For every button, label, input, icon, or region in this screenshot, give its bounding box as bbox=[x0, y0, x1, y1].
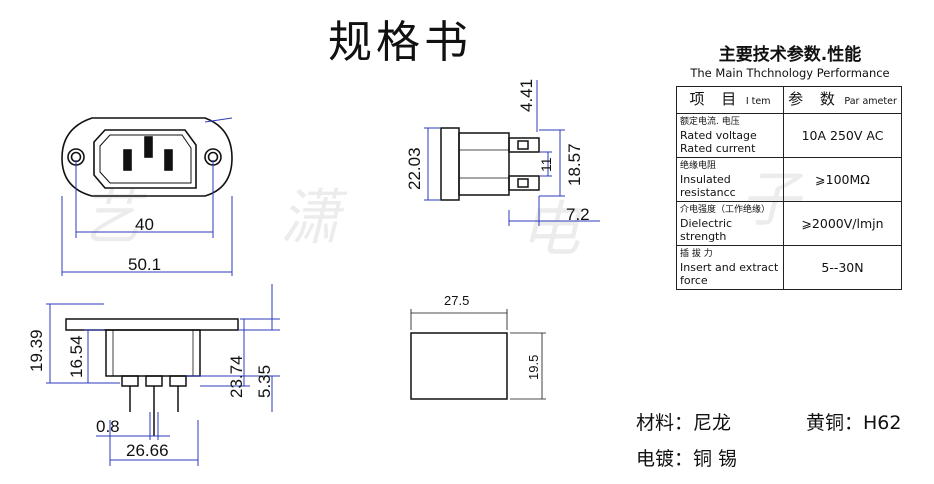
dim-bottom-pin-len: 5.35 bbox=[255, 365, 274, 398]
performance-heading-cn: 主要技术参数.性能 bbox=[718, 45, 862, 65]
row-item-en: Dielectric strength bbox=[680, 217, 733, 243]
spec-table-header: 项 目 I tem 参 数 Par ameter bbox=[676, 86, 902, 114]
row-item: 额定电流. 电压 Rated voltage Rated current bbox=[676, 113, 784, 158]
dim-side-height: 22.03 bbox=[405, 147, 424, 190]
row-item-cn: 介电强度（工作绝缘） bbox=[680, 205, 771, 215]
row-item-en: Insulated resistancc bbox=[680, 173, 736, 199]
spec-table: 项 目 I tem 参 数 Par ameter 额定电流. 电压 Rated … bbox=[676, 86, 902, 290]
side-view bbox=[440, 127, 540, 201]
page-title: 规格书 bbox=[328, 17, 472, 68]
dim-side-small: 11 bbox=[538, 157, 554, 172]
material-plating: 电镀：铜 锡 bbox=[636, 448, 738, 470]
bottom-dimensions bbox=[46, 284, 280, 466]
table-row: 插 拔 力 Insert and extract force 5--30N bbox=[676, 245, 902, 290]
dim-bottom-height: 19.39 bbox=[27, 329, 46, 372]
front-dimensions bbox=[61, 117, 233, 276]
dim-front-outer-width: 50.1 bbox=[128, 255, 161, 274]
front-view bbox=[61, 117, 233, 197]
dim-box-height: 19.5 bbox=[526, 355, 541, 380]
row-item-en: Insert and extract force bbox=[680, 261, 779, 287]
side-dimensions bbox=[424, 80, 600, 226]
dim-side-right-height: 18.57 bbox=[565, 143, 584, 186]
row-item-cn: 额定电流. 电压 bbox=[680, 117, 740, 127]
header-param-en: Par ameter bbox=[844, 95, 897, 107]
header-item: 项 目 I tem bbox=[676, 86, 784, 114]
row-item: 绝缘电阻 Insulated resistancc bbox=[676, 157, 784, 202]
header-param: 参 数 Par ameter bbox=[783, 86, 902, 114]
bottom-view bbox=[65, 318, 239, 436]
header-item-en: I tem bbox=[745, 95, 771, 107]
dim-side-top: 4.41 bbox=[517, 79, 536, 112]
row-item-cn: 插 拔 力 bbox=[680, 249, 713, 259]
row-item: 插 拔 力 Insert and extract force bbox=[676, 245, 784, 290]
dim-front-inner-width: 40 bbox=[135, 215, 154, 234]
performance-heading-en: The Main Thchnology Performance bbox=[690, 66, 890, 80]
row-item-en: Rated voltage Rated current bbox=[680, 129, 757, 155]
dim-bottom-right-height: 23.74 bbox=[227, 355, 246, 398]
table-row: 介电强度（工作绝缘） Dielectric strength ⩾2000V/lm… bbox=[676, 201, 902, 246]
row-item: 介电强度（工作绝缘） Dielectric strength bbox=[676, 201, 784, 246]
dim-pin-width: 0.8 bbox=[96, 417, 120, 436]
watermark-char: 电 bbox=[520, 195, 583, 265]
box-view bbox=[410, 309, 546, 400]
dim-bottom-inner-height: 16.54 bbox=[67, 335, 86, 378]
dim-side-depth: 7.2 bbox=[566, 205, 590, 224]
material-nylon: 材料：尼龙 bbox=[636, 412, 732, 434]
row-value: 10A 250V AC bbox=[783, 113, 902, 158]
table-row: 额定电流. 电压 Rated voltage Rated current 10A… bbox=[676, 113, 902, 158]
row-value: ⩾100MΩ bbox=[783, 157, 902, 202]
row-item-cn: 绝缘电阻 bbox=[680, 161, 717, 171]
watermark-char: 艺 bbox=[80, 183, 147, 253]
table-row: 绝缘电阻 Insulated resistancc ⩾100MΩ bbox=[676, 157, 902, 202]
material-brass: 黄铜：H62 bbox=[806, 412, 902, 434]
header-param-cn: 参 数 bbox=[788, 89, 841, 108]
dim-box-width: 27.5 bbox=[444, 293, 469, 308]
watermark-char: 潇 bbox=[280, 183, 348, 253]
row-value: 5--30N bbox=[783, 245, 902, 290]
dim-pin-span: 26.66 bbox=[126, 441, 169, 460]
row-value: ⩾2000V/lmjn bbox=[783, 201, 902, 246]
header-item-cn: 项 目 bbox=[689, 89, 743, 108]
